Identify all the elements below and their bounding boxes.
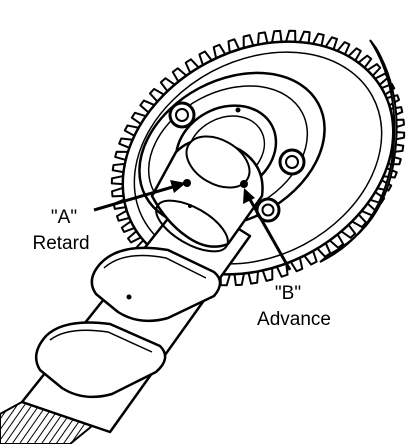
callout-b-name: Advance [257, 309, 331, 330]
hub-pin-hole [235, 107, 241, 113]
oil-port-b [240, 180, 248, 188]
hub-bolt-icon [168, 101, 306, 223]
leader-arrowhead-a [170, 180, 186, 193]
callout-b-letter: "B" [274, 283, 302, 304]
cam-lobe [34, 321, 167, 399]
leader-line-b [246, 195, 292, 271]
journal-collar [155, 199, 229, 253]
journal-small-hole [188, 204, 192, 208]
leader-arrowhead-b [243, 188, 255, 204]
callout-a-letter: "A" [50, 207, 78, 228]
camshaft-icon [0, 135, 264, 444]
cam-lobe [90, 246, 222, 323]
callout-a-name: Retard [32, 233, 90, 254]
cam-lobe-face [103, 254, 207, 279]
callout-arrows [93, 180, 292, 271]
gear-side-face [319, 39, 398, 263]
oil-port-a [183, 179, 191, 187]
journal-end-face [185, 135, 251, 189]
leader-line-a [93, 184, 177, 212]
gear-rim-inner [133, 51, 383, 265]
camshaft-knurled-section [0, 400, 95, 444]
cam-lobe-hole [126, 294, 132, 300]
hub-bolt [278, 148, 306, 176]
hub-bolt [168, 101, 196, 129]
cam-lobe-face [49, 329, 153, 353]
